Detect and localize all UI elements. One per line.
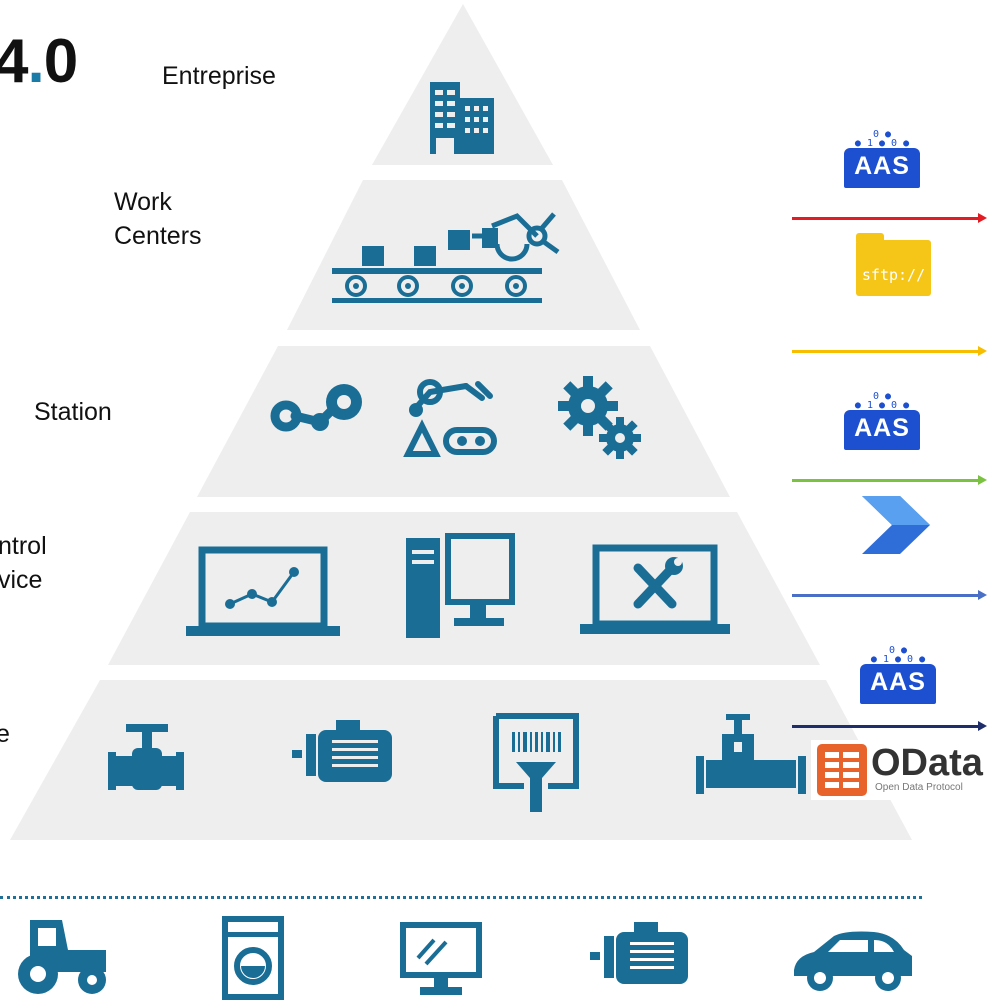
- conveyor-robot-icon: [332, 212, 560, 303]
- arrow-navy: [792, 721, 987, 731]
- arrow-red: [792, 213, 987, 223]
- level-label-control-device: ntrol vice: [0, 532, 47, 594]
- robot-arm-icon: [270, 384, 362, 432]
- odata-subtitle: Open Data Protocol: [875, 782, 963, 793]
- car-icon: [794, 931, 912, 991]
- barcode-scanner-icon: [493, 713, 579, 812]
- arrow-green: [792, 475, 987, 485]
- arrow-yellow: [792, 346, 987, 356]
- desktop-computer-icon: [406, 533, 515, 638]
- sftp-folder-icon: sftp://: [856, 233, 931, 296]
- aas-badge-top: 0 ● ● 1 ● 0 ● AAS: [844, 130, 920, 190]
- aas-badge-bottom: 0 ● ● 1 ● 0 ● AAS: [860, 646, 936, 706]
- level-label-work-centers: Work Centers: [114, 188, 202, 250]
- laptop-tools-icon: [580, 544, 730, 634]
- laptop-chart-icon: [186, 546, 340, 636]
- industry-4-title: 4.0: [0, 27, 78, 96]
- power-automate-icon: [862, 496, 930, 554]
- pipe-valve-icon: [696, 714, 806, 794]
- monitor-icon: [400, 922, 482, 995]
- valve-icon: [108, 724, 184, 790]
- motor-icon: [292, 720, 392, 782]
- motor-icon-product: [590, 922, 688, 984]
- odata-icon: [817, 744, 867, 796]
- aas-badge-middle: 0 ● ● 1 ● 0 ● AAS: [844, 392, 920, 452]
- tractor-icon: [18, 920, 106, 994]
- odata-name: OData: [871, 742, 983, 784]
- level-label-field-device: e: [0, 720, 10, 748]
- building-icon: [430, 82, 494, 154]
- arrow-blue: [792, 590, 987, 600]
- washing-machine-icon: [222, 916, 284, 1000]
- assembly-robot-icon: [403, 379, 497, 457]
- odata-logo: OData Open Data Protocol: [811, 740, 987, 800]
- gears-icon: [558, 376, 641, 459]
- dotted-separator: [0, 896, 922, 899]
- level-label-enterprise: Entreprise: [162, 62, 276, 90]
- level-label-station: Station: [34, 398, 112, 426]
